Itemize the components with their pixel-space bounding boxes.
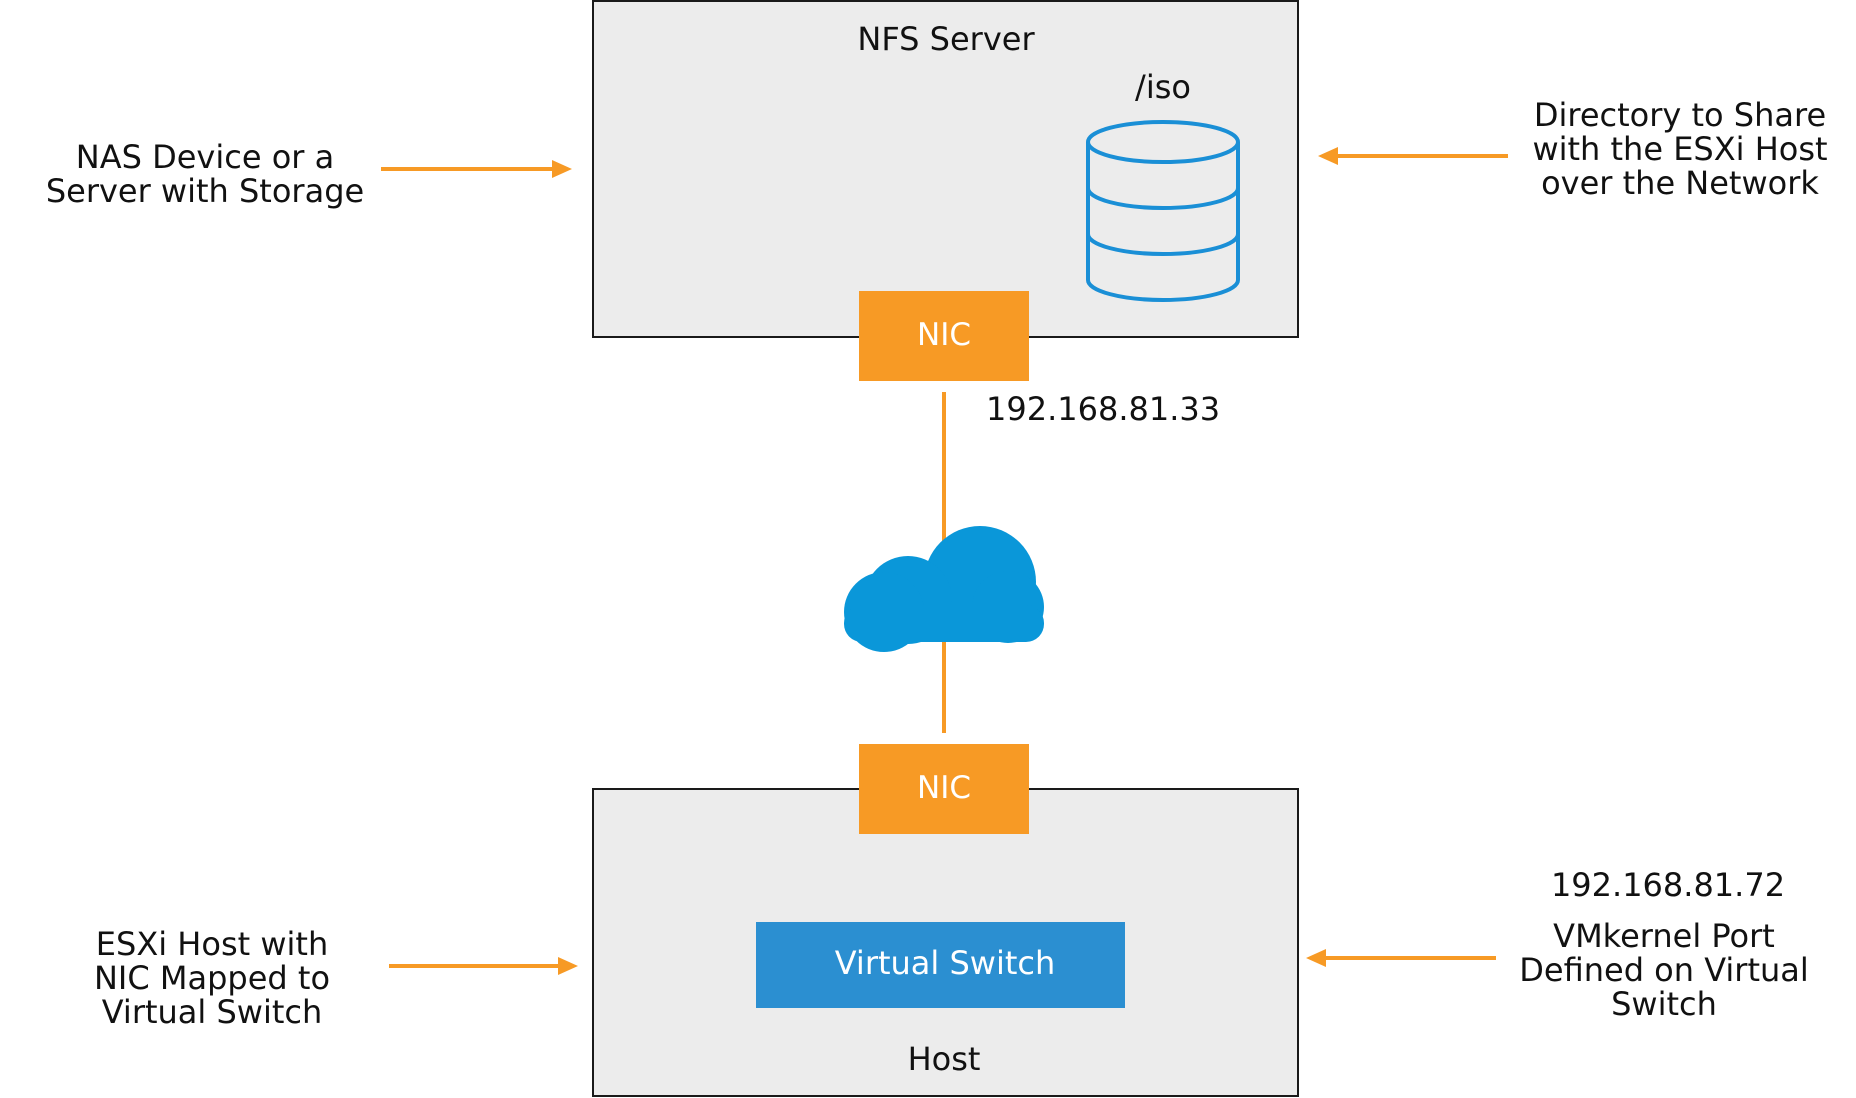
vmkernel-arrow-head — [1306, 949, 1326, 967]
esxi-line-3: Virtual Switch — [102, 993, 323, 1031]
nas-device-annotation: NAS Device or a Server with Storage — [46, 138, 572, 210]
nfs-server-title: NFS Server — [857, 20, 1035, 58]
vmkernel-port-annotation: VMkernel Port Defined on Virtual Switch — [1306, 917, 1809, 1023]
vmkernel-line-1: VMkernel Port — [1553, 917, 1775, 955]
cloud-icon — [844, 526, 1044, 652]
nfs-ip-label: 192.168.81.33 — [986, 390, 1220, 428]
vmkernel-line-3: Switch — [1611, 985, 1717, 1023]
host-title: Host — [908, 1040, 981, 1078]
directory-line-1: Directory to Share — [1534, 96, 1826, 134]
virtual-switch-label: Virtual Switch — [835, 944, 1056, 982]
host-nic-label: NIC — [917, 770, 971, 806]
esxi-arrow-head — [558, 957, 578, 975]
vmkernel-line-2: Defined on Virtual — [1519, 951, 1809, 989]
directory-line-2: with the ESXi Host — [1532, 130, 1827, 168]
nfs-nic: NIC — [859, 291, 1029, 381]
directory-share-annotation: Directory to Share with the ESXi Host ov… — [1318, 96, 1828, 202]
host-ip-label: 192.168.81.72 — [1551, 866, 1785, 904]
esxi-host-annotation: ESXi Host with NIC Mapped to Virtual Swi… — [94, 925, 578, 1031]
nfs-nic-label: NIC — [917, 317, 971, 353]
esxi-line-1: ESXi Host with — [96, 925, 328, 963]
nas-arrow-head — [552, 160, 572, 178]
esxi-line-2: NIC Mapped to — [94, 959, 330, 997]
directory-line-3: over the Network — [1541, 164, 1819, 202]
directory-arrow-head — [1318, 147, 1338, 165]
nas-device-line-1: NAS Device or a — [76, 138, 334, 176]
virtual-switch: Virtual Switch — [756, 922, 1125, 1008]
nfs-server-box: NFS Server /iso — [592, 0, 1299, 338]
nas-device-line-2: Server with Storage — [46, 172, 364, 210]
host-nic: NIC — [859, 744, 1029, 834]
database-icon — [1086, 120, 1240, 302]
share-path-label: /iso — [1135, 68, 1191, 106]
